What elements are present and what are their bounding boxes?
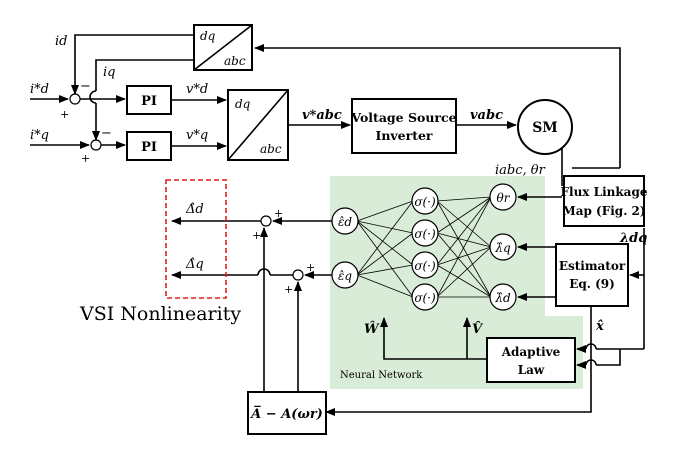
nn-input-node-lambda-q: λ̂q	[489, 233, 517, 261]
svg-text:σ(·): σ(·)	[414, 259, 436, 273]
nn-input-node-lambda-d: λ̂d	[489, 283, 517, 311]
svg-text:Adaptive: Adaptive	[501, 345, 561, 359]
sign-minus-q: −	[101, 126, 112, 141]
svg-text:A̅ − A(ωr): A̅ − A(ωr)	[249, 405, 323, 422]
label-iq: iq	[103, 65, 115, 80]
svg-text:dq: dq	[235, 97, 251, 111]
nn-hidden-node-1: σ(·)	[411, 187, 439, 215]
svg-text:Flux Linkage: Flux Linkage	[561, 185, 648, 199]
label-delta-q: Δ̂q	[185, 257, 204, 272]
label-id-ref: i*d	[30, 82, 49, 97]
nn-output-node-eps-d: ε̂d	[331, 207, 359, 235]
label-vq-ref: v*q	[186, 128, 208, 143]
svg-text:Law: Law	[518, 363, 545, 377]
nn-hidden-node-3: σ(·)	[411, 251, 439, 279]
svg-text:abc: abc	[224, 54, 246, 68]
svg-text:λ̂q: λ̂q	[494, 241, 511, 255]
sum-junction-q	[90, 139, 102, 151]
label-vabc: vabc	[470, 108, 503, 123]
flux-linkage-map-block: Flux Linkage Map (Fig. 2)	[561, 175, 648, 227]
svg-text:PI: PI	[141, 140, 157, 155]
vsi-nonlinearity-label: VSI Nonlinearity	[79, 303, 241, 325]
label-id: id	[55, 34, 67, 49]
pi-controller-d: PI	[126, 85, 172, 115]
label-w-hat: Ŵ	[364, 321, 380, 337]
wire-feedback-iabc	[254, 44, 621, 168]
sum-junction-delta-q	[292, 269, 304, 281]
svg-text:λ̂d: λ̂d	[494, 291, 511, 305]
wire-sm-to-adaptive	[596, 349, 621, 366]
wire-x-hat	[325, 306, 592, 416]
nn-output-node-eps-q: ε̂q	[331, 261, 359, 289]
sum-junction-d	[69, 93, 81, 105]
sign-minus-d: −	[80, 79, 91, 94]
svg-text:Map (Fig. 2): Map (Fig. 2)	[562, 204, 645, 218]
label-vd-ref: v*d	[186, 82, 208, 97]
nn-hidden-node-4: σ(·)	[411, 283, 439, 311]
sign-plus-d: +	[60, 108, 69, 121]
sum-junction-delta-d	[260, 215, 272, 227]
pi-controller-q: PI	[126, 131, 172, 161]
neural-network-label: Neural Network	[340, 370, 423, 381]
svg-text:PI: PI	[141, 94, 157, 109]
svg-text:Estimator: Estimator	[559, 259, 626, 273]
wire-w-update	[380, 317, 487, 360]
label-x-hat: x̂	[595, 319, 604, 334]
svg-text:ε̂q: ε̂q	[338, 269, 352, 283]
label-iq-ref: i*q	[30, 128, 49, 143]
dq-abc-feedback-block: dq abc	[193, 24, 253, 71]
svg-text:ε̂d: ε̂d	[338, 215, 352, 229]
svg-text:σ(·): σ(·)	[414, 195, 436, 209]
nn-hidden-node-2: σ(·)	[411, 219, 439, 247]
svg-text:Voltage Source: Voltage Source	[350, 110, 456, 125]
label-vabc-ref: v*abc	[302, 108, 342, 123]
svg-text:SM: SM	[532, 120, 558, 136]
synchronous-machine: SM	[517, 99, 573, 155]
wire-iq-hop	[89, 90, 97, 104]
dq-abc-forward-block: dq abc	[227, 89, 289, 161]
svg-text:abc: abc	[260, 142, 282, 156]
nn-input-node-theta: θr	[489, 183, 517, 211]
voltage-source-inverter-block: Voltage Source Inverter	[350, 98, 457, 154]
adaptive-law-block: Adaptive Law	[486, 337, 576, 383]
label-lambda-dq: λdq	[619, 231, 647, 246]
label-iabc-theta: iabc, θr	[495, 163, 546, 178]
svg-text:σ(·): σ(·)	[414, 227, 436, 241]
estimator-block: Estimator Eq. (9)	[555, 243, 629, 307]
label-delta-d: Δ̂d	[185, 202, 204, 217]
vsi-nonlinearity-box	[165, 179, 227, 299]
sign-plus-delta-q: +	[284, 283, 293, 296]
sign-plus-eps-d: +	[274, 207, 283, 220]
svg-text:Eq. (9): Eq. (9)	[569, 277, 615, 291]
svg-text:σ(·): σ(·)	[414, 291, 436, 305]
wire-iq-top	[95, 59, 194, 91]
neural-network-region	[330, 176, 583, 389]
sign-plus-q: +	[81, 152, 90, 165]
label-v-hat: V̂	[472, 321, 484, 337]
system-matrix-block: A̅ − A(ωr)	[247, 391, 327, 435]
svg-text:dq: dq	[200, 29, 216, 43]
svg-text:Inverter: Inverter	[375, 128, 432, 143]
wire-id	[71, 34, 194, 95]
sign-plus-delta-d: +	[252, 229, 261, 242]
svg-text:θr: θr	[497, 191, 511, 205]
nn-connections	[356, 196, 492, 298]
sign-plus-eps-q: +	[306, 261, 315, 274]
